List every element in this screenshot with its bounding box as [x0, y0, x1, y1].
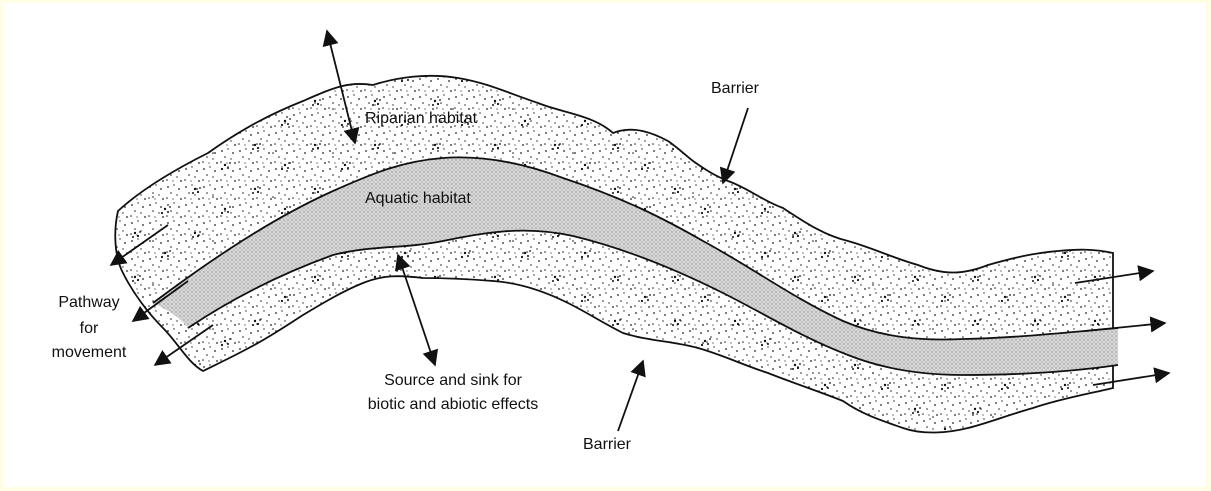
aquatic-habitat-label: Aquatic habitat: [365, 189, 471, 209]
pathway-label-line1: Pathway: [31, 293, 147, 313]
source-sink-label-line2: biotic and abiotic effects: [333, 395, 573, 415]
barrier-arrow-bottom: [618, 361, 643, 431]
barrier-label-bottom: Barrier: [583, 435, 631, 455]
barrier-label-top: Barrier: [711, 79, 759, 99]
pathway-label-line3: movement: [31, 343, 147, 363]
pathway-label-line2: for: [31, 319, 147, 339]
source-sink-label-line1: Source and sink for: [333, 371, 573, 391]
riparian-habitat-label: Riparian habitat: [365, 109, 477, 129]
barrier-arrow-top: [723, 108, 748, 183]
stream-corridor-diagram: [3, 3, 1206, 487]
diagram-canvas: Riparian habitat Aquatic habitat Barrier…: [3, 3, 1206, 487]
